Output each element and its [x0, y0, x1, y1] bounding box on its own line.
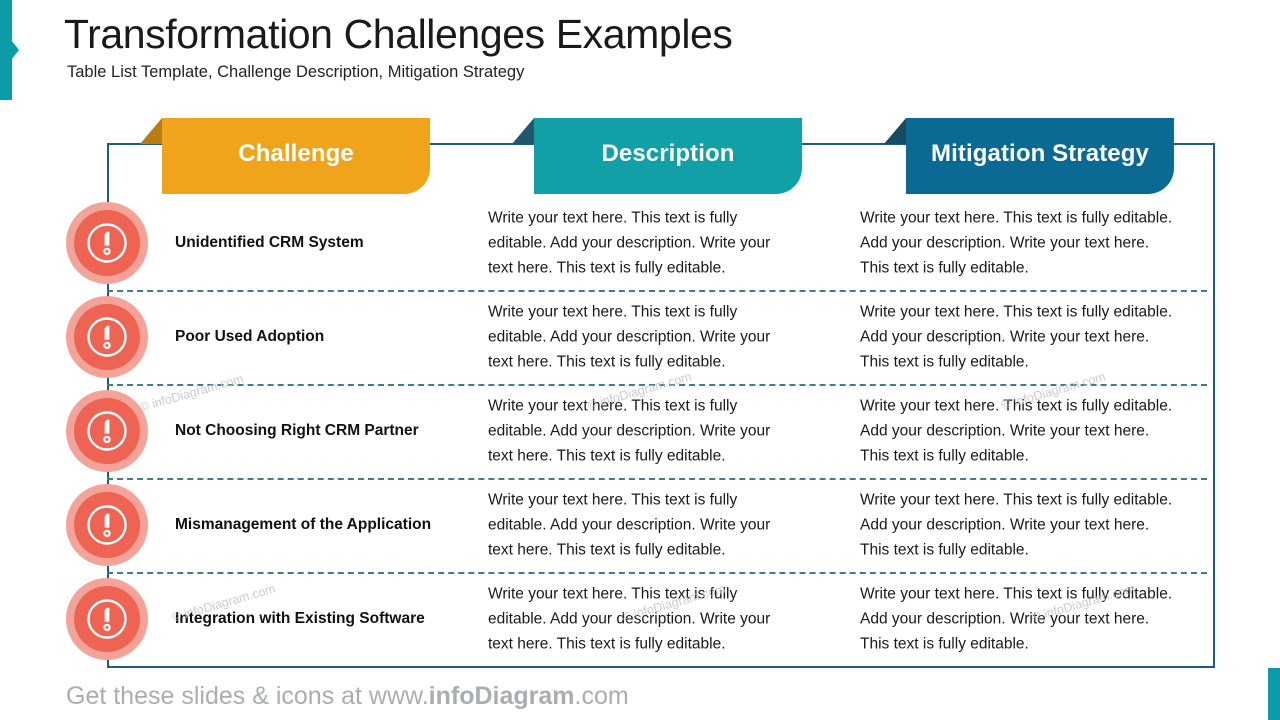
warning-exclamation-icon [66, 578, 148, 660]
row-description-text: Write your text here. This text is fully… [488, 397, 771, 465]
column-header-label: Mitigation Strategy [931, 140, 1149, 167]
footer-credit: Get these slides & icons at www.infoDiag… [66, 682, 629, 711]
column-header-label: Description [601, 140, 735, 167]
column-header-label: Challenge [238, 140, 354, 167]
warning-exclamation-icon [66, 390, 148, 472]
warning-icon-core [74, 492, 140, 558]
row-mitigation-text: Write your text here. This text is fully… [860, 491, 1173, 559]
table-body: Unidentified CRM System Write your text … [0, 196, 1280, 666]
row-challenge-label: Poor Used Adoption [175, 327, 325, 345]
fold-corner-icon [140, 118, 162, 144]
left-edge-accent-bar [0, 0, 12, 100]
row-description-text: Write your text here. This text is fully… [488, 491, 771, 559]
table-row[interactable]: Unidentified CRM System Write your text … [0, 196, 1280, 290]
row-description-text: Write your text here. This text is fully… [488, 209, 771, 277]
fold-corner-icon [884, 118, 906, 144]
table-header-row: Challenge Description Mitigation Strateg… [0, 118, 1280, 196]
row-mitigation-text: Write your text here. This text is fully… [860, 585, 1173, 653]
footer-brand: infoDiagram [428, 682, 575, 710]
warning-icon-core [74, 586, 140, 652]
page-subtitle: Table List Template, Challenge Descripti… [67, 63, 525, 82]
row-divider [107, 384, 1207, 386]
warning-icon-core [74, 210, 140, 276]
table-row[interactable]: Mismanagement of the Application Write y… [0, 478, 1280, 572]
row-divider [107, 290, 1207, 292]
column-header-description[interactable]: Description [512, 118, 802, 194]
left-edge-arrow-icon [11, 40, 19, 60]
row-mitigation-text: Write your text here. This text is fully… [860, 397, 1173, 465]
table-row[interactable]: Integration with Existing Software Write… [0, 572, 1280, 666]
right-edge-accent-bar [1268, 668, 1280, 720]
warning-icon-core [74, 304, 140, 370]
row-mitigation-text: Write your text here. This text is fully… [860, 303, 1173, 371]
footer-suffix: .com [574, 682, 629, 710]
row-mitigation-text: Write your text here. This text is fully… [860, 209, 1173, 277]
fold-corner-icon [512, 118, 534, 144]
column-header-mitigation-strategy[interactable]: Mitigation Strategy [884, 118, 1174, 194]
table-row[interactable]: Poor Used Adoption Write your text here.… [0, 290, 1280, 384]
row-challenge-label: Integration with Existing Software [175, 609, 425, 627]
table-row[interactable]: Not Choosing Right CRM Partner Write you… [0, 384, 1280, 478]
row-challenge-label: Mismanagement of the Application [175, 515, 432, 533]
row-divider [107, 572, 1207, 574]
row-description-text: Write your text here. This text is fully… [488, 303, 771, 371]
title-block: Transformation Challenges Examples Table… [64, 11, 1164, 82]
row-description-text: Write your text here. This text is fully… [488, 585, 771, 653]
warning-icon-core [74, 398, 140, 464]
row-challenge-label: Unidentified CRM System [175, 233, 364, 251]
page-title: Transformation Challenges Examples [64, 11, 733, 57]
column-header-challenge[interactable]: Challenge [140, 118, 430, 194]
warning-exclamation-icon [66, 296, 148, 378]
warning-exclamation-icon [66, 484, 148, 566]
footer-prefix: Get these slides & icons at www. [66, 682, 429, 710]
warning-exclamation-icon [66, 202, 148, 284]
row-divider [107, 478, 1207, 480]
row-challenge-label: Not Choosing Right CRM Partner [175, 421, 419, 439]
